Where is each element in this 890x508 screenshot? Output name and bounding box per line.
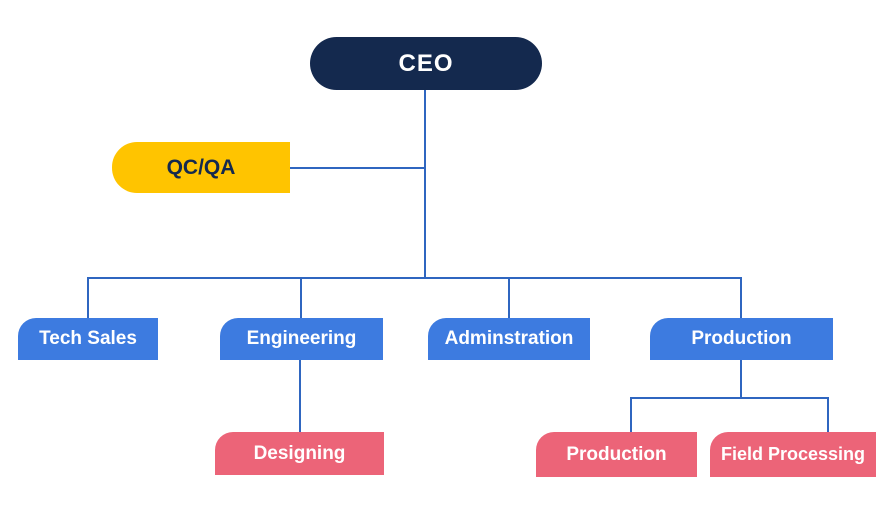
node-engineering-label: Engineering: [246, 328, 357, 349]
node-field-processing: Field Processing: [710, 432, 876, 477]
node-ceo: CEO: [310, 37, 542, 90]
connector-engineering-designing: [299, 360, 301, 432]
node-production-team: Production: [536, 432, 697, 477]
node-production-label: Production: [691, 328, 792, 349]
node-tech-sales-label: Tech Sales: [39, 328, 137, 349]
node-designing-label: Designing: [253, 442, 346, 464]
node-administration-label: Adminstration: [444, 328, 574, 349]
node-production-team-label: Production: [566, 443, 667, 465]
node-ceo-label: CEO: [398, 49, 454, 77]
node-field-processing-label: Field Processing: [720, 444, 866, 464]
node-designing: Designing: [215, 432, 384, 475]
connector-drop-administration: [508, 277, 510, 318]
connector-ceo-trunk: [424, 89, 426, 278]
connector-level2-horizontal: [87, 277, 742, 279]
connector-drop-field-processing: [827, 397, 829, 432]
connector-drop-engineering: [300, 277, 302, 318]
node-production: Production: [650, 318, 833, 360]
connector-production-down: [740, 360, 742, 399]
node-qc-qa: QC/QA: [112, 142, 290, 193]
node-tech-sales: Tech Sales: [18, 318, 158, 360]
connector-drop-production: [740, 277, 742, 318]
node-engineering: Engineering: [220, 318, 383, 360]
connector-drop-production-team: [630, 397, 632, 432]
connector-production-horizontal: [630, 397, 829, 399]
connector-qcqa-to-trunk: [290, 167, 425, 169]
node-qc-qa-label: QC/QA: [166, 155, 236, 179]
connector-drop-tech-sales: [87, 277, 89, 318]
node-administration: Adminstration: [428, 318, 590, 360]
